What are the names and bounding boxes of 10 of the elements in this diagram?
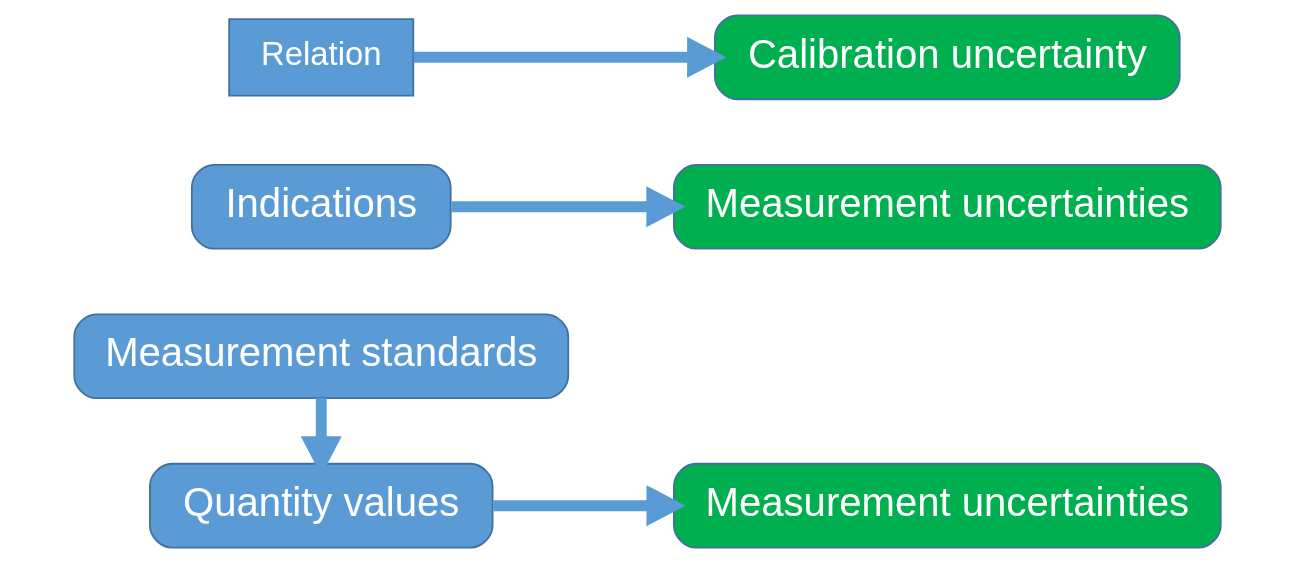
node-box: Indications: [190, 163, 452, 250]
arrow: [450, 186, 685, 228]
arrow: [413, 36, 726, 78]
node-box: Measurement uncertainties: [672, 163, 1222, 250]
node-box: Quantity values: [148, 462, 493, 549]
node-box: Relation: [227, 18, 414, 97]
arrow: [492, 485, 686, 527]
node-box: Calibration uncertainty: [713, 14, 1181, 101]
node-box: Measurement uncertainties: [672, 462, 1222, 549]
node-box: Measurement standards: [72, 313, 569, 400]
